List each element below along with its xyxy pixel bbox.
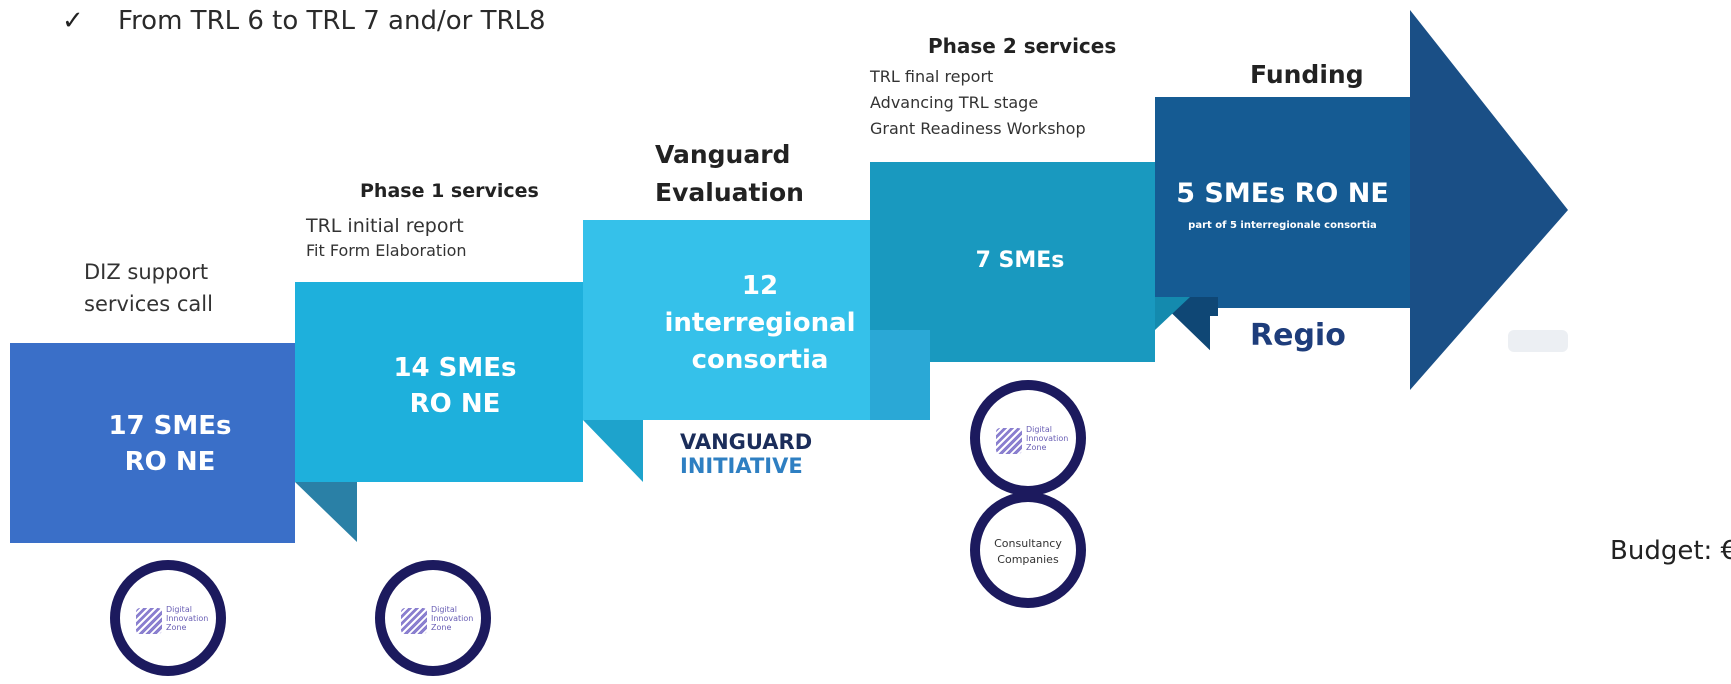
phase1-count: 14 SMEs RO NE bbox=[393, 353, 517, 419]
phase2-services: TRL final report Advancing TRL stage Gra… bbox=[870, 67, 1086, 138]
diz-mark-icon bbox=[401, 608, 427, 634]
consultancy-text: Consultancy Companies bbox=[994, 537, 1062, 566]
funding-heading: Funding bbox=[1250, 60, 1364, 89]
vanguard-count: 12 interregional consortia bbox=[664, 271, 856, 375]
consultancy-logo: Consultancy Companies bbox=[970, 492, 1086, 608]
step-diz-label: DIZ support services call bbox=[84, 260, 213, 316]
fold-phase2-corner bbox=[1155, 297, 1190, 330]
fold-phase1 bbox=[295, 482, 357, 542]
phase2-count: 7 SMEs bbox=[975, 248, 1065, 273]
budget-text: Budget: € bbox=[1610, 536, 1731, 566]
step-box-funding bbox=[1155, 97, 1410, 308]
step-box-phase2 bbox=[870, 162, 1155, 362]
step-box-phase1 bbox=[295, 282, 583, 482]
diz-mark-icon bbox=[136, 608, 162, 634]
phase2-heading: Phase 2 services bbox=[928, 34, 1117, 58]
shadow-bar bbox=[1508, 330, 1568, 352]
checkmark-icon: ✓ bbox=[62, 6, 84, 36]
fold-vanguard bbox=[870, 330, 930, 420]
fold-vanguard-bottom bbox=[583, 420, 643, 482]
regio-logo-text: Regio bbox=[1250, 318, 1346, 353]
regio-logo: Regio bbox=[1210, 316, 1360, 364]
funding-subtitle: part of 5 interregionale consortia bbox=[1188, 220, 1377, 231]
step-box-vanguard bbox=[583, 220, 870, 420]
phase1-services: TRL initial report Fit Form Elaboration bbox=[306, 215, 467, 260]
diz-mark-icon bbox=[996, 428, 1022, 454]
trl-progress-bullet: From TRL 6 to TRL 7 and/or TRL8 bbox=[118, 6, 546, 36]
funding-count: 5 SMEs RO NE bbox=[1176, 178, 1389, 209]
vanguard-heading: Vanguard Evaluation bbox=[655, 140, 804, 207]
phase1-heading: Phase 1 services bbox=[360, 180, 539, 202]
step-box-diz bbox=[10, 343, 295, 543]
step-diz-count: 17 SMEs RO NE bbox=[108, 411, 232, 477]
vanguard-initiative-logo: VANGUARD INITIATIVE bbox=[680, 430, 813, 478]
